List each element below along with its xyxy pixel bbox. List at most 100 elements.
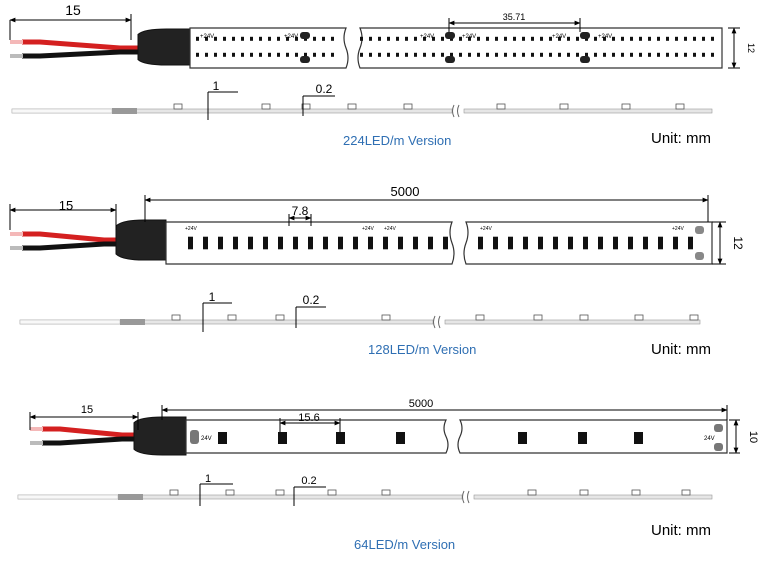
s2-total-length-label: 5000 xyxy=(391,184,420,199)
s1-led xyxy=(414,36,417,41)
s1-led xyxy=(268,52,271,57)
s1-led xyxy=(259,36,262,41)
s1-led xyxy=(567,36,570,41)
s1-wire-segment xyxy=(11,108,113,114)
s2-led xyxy=(413,236,418,250)
s2-led xyxy=(338,236,343,250)
s1-led xyxy=(313,52,316,57)
caption-64-version: 64LED/m Version xyxy=(354,537,456,552)
s2-led xyxy=(628,236,633,250)
s1-led xyxy=(576,36,579,41)
s3-wire-length-label: 15 xyxy=(81,404,93,416)
s1-led xyxy=(603,36,606,41)
s1-led xyxy=(250,36,253,41)
s2-profile-led xyxy=(579,314,589,321)
s1-led xyxy=(259,52,262,57)
s1-led xyxy=(396,52,399,57)
s1-voltage-label: +24V xyxy=(462,34,476,40)
s1-led xyxy=(322,52,325,57)
s2-led xyxy=(658,236,663,250)
s1-led xyxy=(378,36,381,41)
s1-led xyxy=(702,36,705,41)
s1-connector xyxy=(137,28,191,66)
s1-led xyxy=(304,52,307,57)
s1-led xyxy=(441,36,444,41)
s1-led xyxy=(594,36,597,41)
s1-wire-length-label: 15 xyxy=(65,2,81,18)
s2-black-wire xyxy=(22,241,122,251)
s3-led xyxy=(218,432,227,444)
s1-led xyxy=(603,52,606,57)
s2-wire-segment xyxy=(19,319,121,325)
s1-black-tip xyxy=(10,54,23,58)
s3-voltage-label: 24V xyxy=(704,436,715,442)
s2-red-wire xyxy=(22,231,122,243)
s3-wire-segment xyxy=(17,494,119,500)
s2-led xyxy=(398,236,403,250)
s1-led xyxy=(666,52,669,57)
s1-led xyxy=(540,52,543,57)
s1-led xyxy=(711,36,714,41)
s1-led xyxy=(531,36,534,41)
s1-led xyxy=(241,52,244,57)
s1-led xyxy=(648,52,651,57)
s1-led xyxy=(286,52,289,57)
s2-voltage-label: +24V xyxy=(480,226,492,232)
s2-led xyxy=(218,236,223,250)
s2-led xyxy=(673,236,678,250)
s2-led xyxy=(248,236,253,250)
s1-led xyxy=(504,52,507,57)
s1-strip-right xyxy=(357,27,723,69)
s2-led xyxy=(383,236,388,250)
s2-led xyxy=(368,236,373,250)
s1-profile-led xyxy=(261,103,271,110)
s3-pitch-label: 15.6 xyxy=(298,412,319,424)
unit-label-128: Unit: mm xyxy=(651,341,711,358)
s1-voltage-label: +24V xyxy=(284,34,298,40)
s3-led xyxy=(634,432,643,444)
s1-led xyxy=(441,52,444,57)
s2-profile-right xyxy=(444,319,701,325)
s2-led xyxy=(323,236,328,250)
s2-led xyxy=(308,236,313,250)
s1-led xyxy=(693,36,696,41)
s3-profile-led xyxy=(631,489,641,496)
s2-profile-led xyxy=(275,314,285,321)
s2-led xyxy=(353,236,358,250)
s1-led xyxy=(295,36,298,41)
caption-224-version: 224LED/m Version xyxy=(343,133,452,148)
s1-height-label: 1 xyxy=(213,79,220,93)
s3-profile-led xyxy=(275,489,285,496)
s1-led xyxy=(522,52,525,57)
s2-led xyxy=(643,236,648,250)
s1-led xyxy=(286,36,289,41)
s3-strip-right xyxy=(457,419,728,454)
s1-led xyxy=(549,36,552,41)
s3-led xyxy=(518,432,527,444)
s3-red-wire xyxy=(42,426,140,438)
s1-led xyxy=(657,52,660,57)
s1-led xyxy=(414,52,417,57)
s2-pitch-label: 7.8 xyxy=(292,204,309,218)
s1-voltage-label: +24V xyxy=(552,34,566,40)
s2-profile-led xyxy=(533,314,543,321)
s1-solder-pad xyxy=(580,56,590,63)
s2-black-tip xyxy=(10,246,23,250)
s3-profile-led xyxy=(169,489,179,496)
s1-led xyxy=(331,52,334,57)
s1-led xyxy=(693,52,696,57)
s2-red-tip xyxy=(10,232,23,236)
s1-led xyxy=(495,52,498,57)
s1-led xyxy=(313,36,316,41)
s1-profile-led xyxy=(496,103,506,110)
s2-led xyxy=(293,236,298,250)
s2-profile-led xyxy=(634,314,644,321)
s2-profile-led xyxy=(381,314,391,321)
s1-profile-led xyxy=(173,103,183,110)
s1-led xyxy=(648,36,651,41)
s1-profile-led xyxy=(347,103,357,110)
s2-led xyxy=(493,236,498,250)
s1-led xyxy=(378,52,381,57)
